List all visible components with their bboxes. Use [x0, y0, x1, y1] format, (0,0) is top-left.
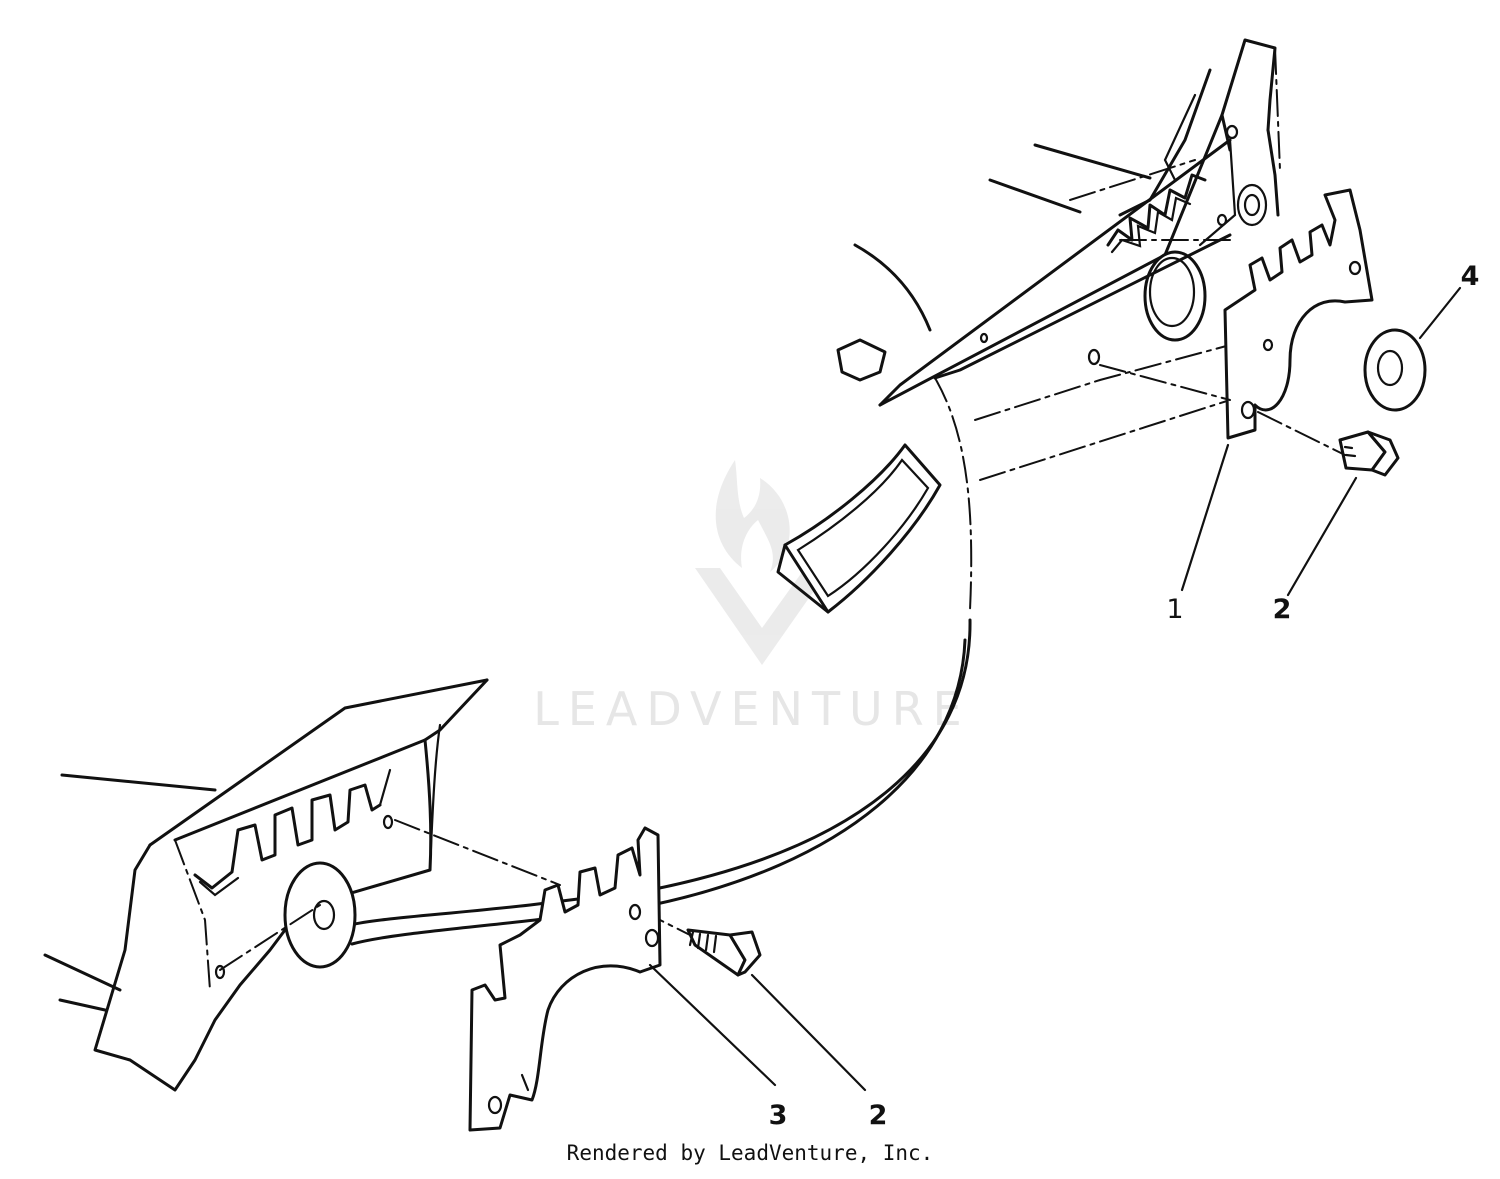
height-adjust-plate-upper: [1223, 188, 1374, 440]
callout-leader: [750, 973, 867, 1092]
alignment-line: [1257, 411, 1346, 456]
callout-leader: [1286, 476, 1358, 597]
rear-axle-rod: [348, 618, 972, 946]
bolt-part-lower: [686, 928, 762, 977]
watermark-text: LEADVENTURE: [533, 682, 971, 736]
alignment-line: [394, 819, 561, 886]
lower-deck-bracket: [43, 678, 489, 1092]
watermark: LEADVENTURE: [533, 460, 971, 736]
callout-3: 3: [769, 1100, 788, 1131]
footer-credit: Rendered by LeadVenture, Inc.: [566, 1141, 934, 1165]
flame-logo-icon: [695, 460, 830, 665]
callout-1: 1: [1166, 594, 1183, 625]
callout-2-upper: 2: [1273, 594, 1292, 625]
alignment-line: [1099, 364, 1231, 401]
callout-leader: [1180, 443, 1230, 592]
callout-2-lower: 2: [869, 1100, 888, 1131]
upper-deck-bracket: [836, 38, 1281, 611]
rubber-pad: [776, 443, 942, 614]
washer-part: [1363, 328, 1427, 412]
height-adjust-plate-lower: [468, 826, 662, 1132]
bolt-part-upper: [1338, 430, 1400, 477]
callout-leader: [648, 963, 777, 1087]
callout-leader: [1418, 286, 1462, 340]
callout-4: 4: [1461, 261, 1480, 292]
alignment-line: [219, 904, 321, 971]
